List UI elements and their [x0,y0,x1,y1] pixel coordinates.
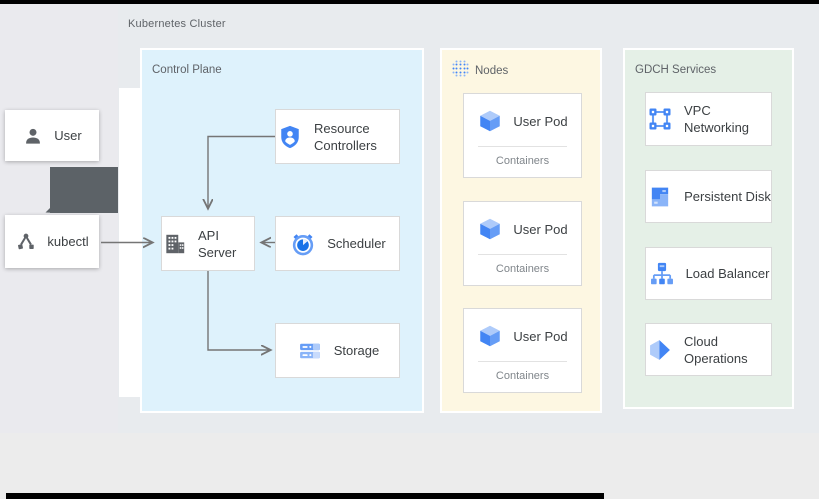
user-pod-card: User Pod Containers [463,201,582,286]
load-balancer-label: Load Balancer [685,266,770,281]
gdch-services-title: GDCH Services [635,64,717,76]
user-pod-label: User Pod [513,328,568,344]
user-person-icon [26,128,41,144]
api-server-card: API Server [161,216,255,271]
white-gap-lane [119,88,140,397]
vpc-networking-label: VPC Networking [684,103,750,135]
kubectl-branch-icon [18,233,35,249]
top-black-bar [0,0,819,4]
containers-label: Containers [495,155,550,167]
pod-cube-icon [480,110,501,132]
scheduler-card: Scheduler [275,216,400,271]
api-server-building-icon [166,234,185,253]
containers-label: Containers [495,263,550,275]
cloud-operations-label: Cloud Operations [684,333,748,366]
storage-disks-icon [299,343,320,358]
bottom-black-bar [6,493,604,499]
api-server-label: API Server [198,227,237,260]
cloud-operations-card: Cloud Operations [645,323,772,376]
pod-divider [478,361,567,362]
resource-controllers-shield-icon [281,125,299,148]
storage-label: Storage [333,343,380,358]
cloud-operations-icon [650,339,670,360]
scheduler-label: Scheduler [327,236,386,251]
containers-label: Containers [495,370,550,382]
persistent-disk-icon [651,187,669,206]
user-pod-label: User Pod [513,221,568,237]
resource-controllers-label: Resource Controllers [314,120,377,153]
nodes-dot-grid-icon [452,60,469,77]
pod-divider [478,146,567,147]
vpc-networking-icon [649,108,671,130]
pod-divider [478,254,567,255]
user-pod-card: User Pod Containers [463,308,582,393]
user-box: User [5,110,99,161]
persistent-disk-card: Persistent Disk [645,170,772,223]
persistent-disk-label: Persistent Disk [684,189,771,204]
load-balancer-icon [650,262,673,284]
resource-controllers-card: Resource Controllers [275,109,400,164]
scheduler-clock-icon [293,233,314,255]
kubectl-label: kubectl [47,234,89,249]
pod-cube-icon [480,325,501,347]
storage-card: Storage [275,323,400,378]
nodes-title: Nodes [475,65,509,77]
user-pod-label: User Pod [513,113,568,129]
pod-cube-icon [480,218,501,240]
user-pod-card: User Pod Containers [463,93,582,178]
control-plane-title: Control Plane [152,64,222,76]
user-label: User [54,128,82,143]
kubernetes-cluster-label: Kubernetes Cluster [128,18,226,30]
load-balancer-card: Load Balancer [645,247,772,300]
kubectl-box: kubectl [5,215,99,268]
vpc-networking-card: VPC Networking [645,92,772,146]
